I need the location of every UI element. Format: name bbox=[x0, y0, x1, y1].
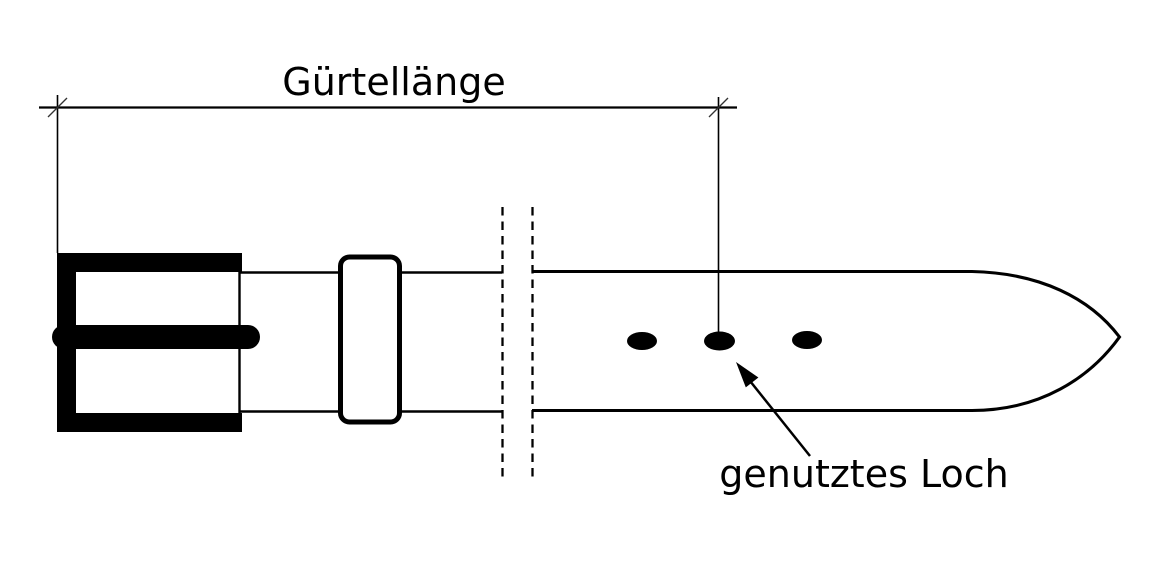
buckle-frame-top-bar bbox=[57, 253, 242, 272]
belt-tip-outline bbox=[532, 269, 1122, 413]
dimension-tick-left bbox=[47, 97, 68, 118]
belt-keeper-loop bbox=[338, 254, 402, 425]
dimension-label: Gürtellänge bbox=[282, 60, 505, 104]
dimension-guertellaenge: Gürtellänge bbox=[39, 60, 737, 332]
callout-label: genutztes Loch bbox=[719, 452, 1008, 496]
dimension-tick-right bbox=[708, 97, 729, 118]
belt-hole bbox=[792, 331, 822, 349]
belt-break-lines bbox=[501, 207, 534, 481]
callout-arrow-line bbox=[749, 380, 811, 457]
belt-hole bbox=[627, 332, 657, 350]
callout-arrowhead-icon bbox=[736, 362, 759, 388]
belt-hole-used bbox=[704, 331, 735, 351]
belt-buckle bbox=[52, 253, 260, 432]
buckle-frame-bottom-bar bbox=[57, 413, 242, 432]
belt-holes bbox=[627, 331, 822, 351]
callout-genutztes-loch: genutztes Loch bbox=[719, 362, 1009, 496]
